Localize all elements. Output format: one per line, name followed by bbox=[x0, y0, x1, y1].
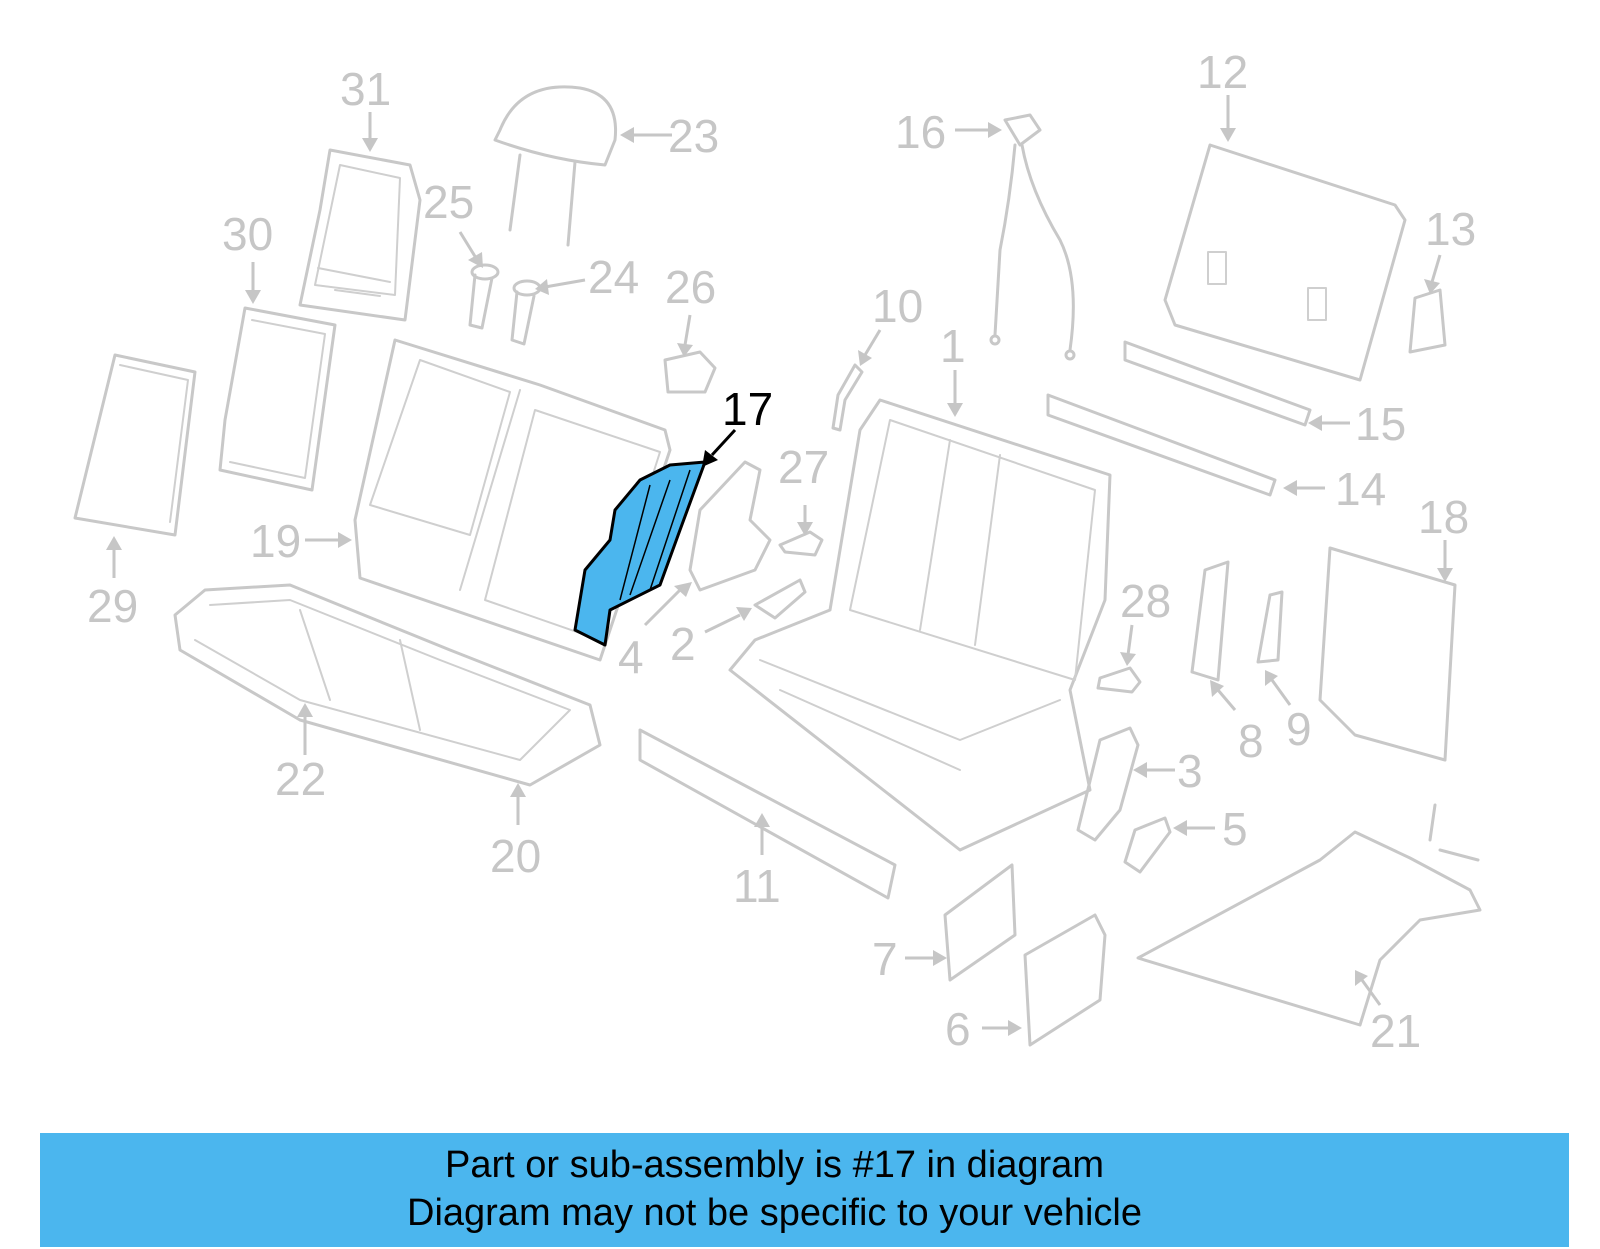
part-29-back-cover[interactable] bbox=[73, 353, 197, 537]
banner-line-1: Part or sub-assembly is #17 in diagram bbox=[445, 1144, 1104, 1186]
callout-9: 9 bbox=[1286, 703, 1312, 755]
part-13-bracket[interactable] bbox=[1408, 288, 1447, 354]
part-10-trim[interactable] bbox=[831, 363, 864, 432]
callout-10: 10 bbox=[872, 280, 923, 332]
part-16-seat-belt[interactable] bbox=[989, 113, 1076, 361]
callout-5: 5 bbox=[1222, 803, 1248, 855]
callout-23: 23 bbox=[668, 110, 719, 162]
part-28-clip[interactable] bbox=[1096, 666, 1142, 694]
callout-13: 13 bbox=[1425, 203, 1476, 255]
part-25-headrest-guide[interactable] bbox=[468, 263, 500, 330]
callout-28: 28 bbox=[1120, 575, 1171, 627]
seat-parts-diagram: 31 30 29 23 25 24 26 19 22 20 4 2 27 10 … bbox=[73, 46, 1482, 1057]
callout-12: 12 bbox=[1197, 46, 1248, 98]
callout-16: 16 bbox=[895, 106, 946, 158]
callout-22: 22 bbox=[275, 753, 326, 805]
callout-14: 14 bbox=[1335, 463, 1386, 515]
part-11-trim-rail[interactable] bbox=[638, 728, 897, 900]
callout-4: 4 bbox=[618, 631, 644, 683]
part-2-clip[interactable] bbox=[753, 578, 807, 620]
part-26-latch-cover[interactable] bbox=[663, 350, 717, 394]
callout-18: 18 bbox=[1418, 491, 1469, 543]
part-7-bracket[interactable] bbox=[943, 863, 1017, 982]
part-23-headrest[interactable] bbox=[493, 85, 618, 247]
part-8-trim[interactable] bbox=[1190, 560, 1230, 682]
callout-8: 8 bbox=[1238, 715, 1264, 767]
part-14-rail[interactable] bbox=[1046, 393, 1277, 497]
info-banner: Part or sub-assembly is #17 in diagram D… bbox=[40, 1133, 1569, 1247]
callout-11: 11 bbox=[733, 860, 781, 912]
callout-leaders bbox=[106, 95, 1453, 1036]
callout-30: 30 bbox=[222, 208, 273, 260]
callout-3: 3 bbox=[1177, 745, 1203, 797]
part-1-seat-frame[interactable] bbox=[728, 398, 1112, 852]
part-22-seat-cushion[interactable] bbox=[173, 583, 602, 787]
callout-19: 19 bbox=[250, 515, 301, 567]
callout-1: 1 bbox=[940, 320, 966, 372]
banner-line-2: Diagram may not be specific to your vehi… bbox=[407, 1192, 1142, 1234]
part-30-back-panel[interactable] bbox=[218, 306, 337, 492]
part-9-trim[interactable] bbox=[1256, 590, 1284, 664]
callout-26: 26 bbox=[665, 261, 716, 313]
part-15-rail[interactable] bbox=[1123, 340, 1312, 427]
callout-6: 6 bbox=[945, 1003, 971, 1055]
part-6-cover[interactable] bbox=[1023, 913, 1107, 1047]
part-17-highlighted[interactable] bbox=[573, 460, 707, 647]
part-5-cover[interactable] bbox=[1123, 816, 1172, 874]
callout-31: 31 bbox=[340, 63, 391, 115]
callout-29: 29 bbox=[87, 580, 138, 632]
part-3-cover[interactable] bbox=[1076, 726, 1140, 842]
callout-20: 20 bbox=[490, 830, 541, 882]
part-27-clip[interactable] bbox=[778, 530, 824, 557]
callout-25: 25 bbox=[423, 176, 474, 228]
callout-24: 24 bbox=[588, 251, 639, 303]
part-18-panel[interactable] bbox=[1318, 546, 1457, 762]
callout-17: 17 bbox=[722, 383, 773, 435]
callout-15: 15 bbox=[1355, 398, 1406, 450]
part-12-back-panel[interactable] bbox=[1163, 143, 1407, 382]
callout-21: 21 bbox=[1370, 1005, 1421, 1057]
callout-17-leader bbox=[702, 428, 737, 467]
part-24-headrest-guide[interactable] bbox=[510, 279, 542, 346]
callout-numbers: 31 30 29 23 25 24 26 19 22 20 4 2 27 10 … bbox=[87, 46, 1476, 1057]
part-31-back-panel[interactable] bbox=[298, 148, 422, 322]
callout-2: 2 bbox=[670, 618, 696, 670]
part-21-floor-panel[interactable] bbox=[1136, 803, 1482, 1027]
callout-27: 27 bbox=[778, 441, 829, 493]
callout-7: 7 bbox=[872, 933, 898, 985]
part-4-bracket[interactable] bbox=[688, 460, 772, 592]
